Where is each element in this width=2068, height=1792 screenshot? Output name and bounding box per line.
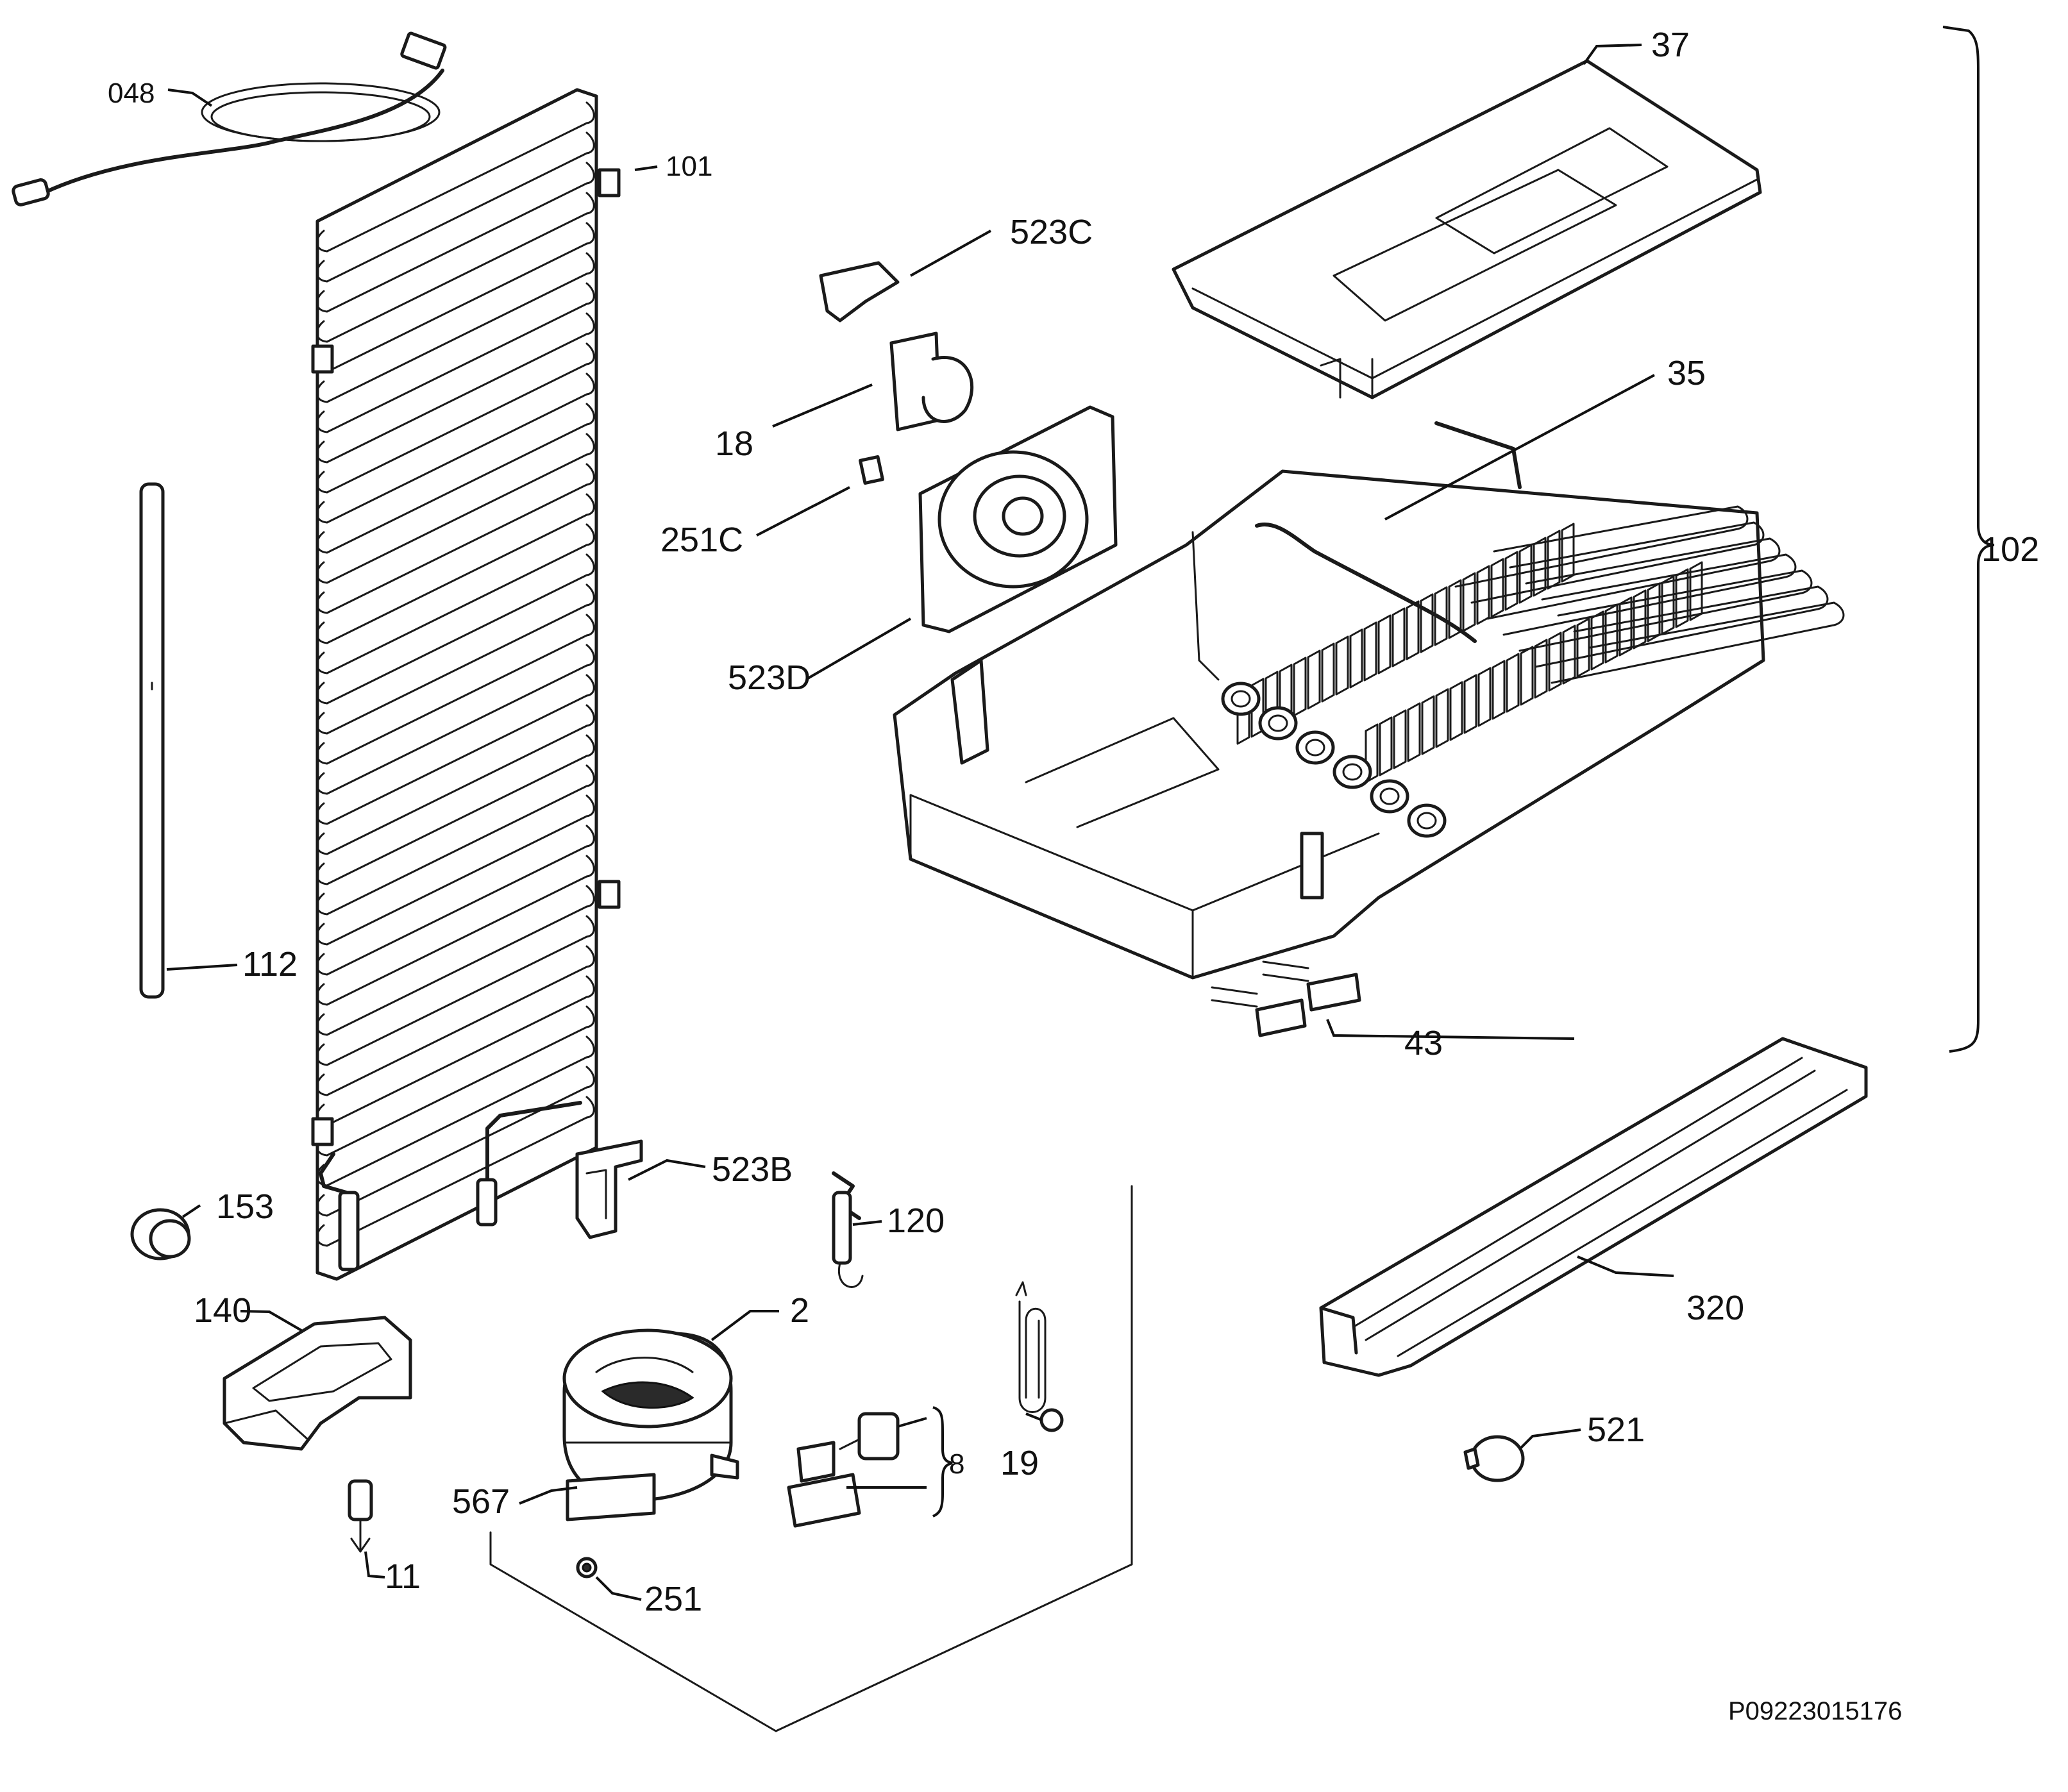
label-523d: 523D xyxy=(728,658,811,697)
label-567: 567 xyxy=(452,1482,510,1521)
grommet-icon xyxy=(130,1208,191,1260)
rod-112-icon xyxy=(139,482,165,999)
label-120: 120 xyxy=(887,1202,945,1240)
connector-plugs-icon xyxy=(1211,960,1361,1037)
wire-condenser-icon xyxy=(311,88,621,1281)
label-523c: 523C xyxy=(1010,213,1093,251)
label-048: 048 xyxy=(108,78,155,109)
thermostat-icon xyxy=(832,1171,864,1288)
drawing-code: P09223015176 xyxy=(1728,1697,1902,1725)
label-112: 112 xyxy=(242,945,298,984)
group-bracket-8 xyxy=(932,1406,953,1518)
label-43: 43 xyxy=(1404,1024,1443,1062)
label-37: 37 xyxy=(1651,26,1690,64)
label-8: 8 xyxy=(949,1448,964,1480)
label-251c: 251C xyxy=(660,521,743,559)
sensor-cable-icon xyxy=(12,31,447,206)
evaporator-assembly-icon xyxy=(893,421,1845,980)
door-handle-bar-icon xyxy=(1319,1037,1868,1377)
compressor-icon xyxy=(562,1328,739,1521)
label-320: 320 xyxy=(1686,1289,1744,1327)
label-101: 101 xyxy=(666,151,712,182)
drip-tray-icon xyxy=(223,1316,412,1451)
label-102: 102 xyxy=(1981,530,2039,569)
leader-lines xyxy=(166,44,1674,1601)
label-153: 153 xyxy=(216,1187,274,1226)
label-35: 35 xyxy=(1667,354,1706,392)
valve-icon xyxy=(348,1479,373,1553)
nut-icon xyxy=(576,1557,598,1578)
label-521: 521 xyxy=(1587,1411,1645,1449)
cap-icon xyxy=(1463,1435,1525,1482)
label-251: 251 xyxy=(644,1580,702,1618)
group-bracket-102 xyxy=(1942,26,1995,1053)
starter-relay-icon xyxy=(787,1412,900,1528)
label-11: 11 xyxy=(385,1557,421,1596)
fan-motor-icon xyxy=(819,261,1118,633)
heater-icon xyxy=(1015,1281,1064,1432)
label-140: 140 xyxy=(194,1291,251,1330)
label-2: 2 xyxy=(790,1291,809,1330)
top-cover-icon xyxy=(1172,59,1762,399)
label-523b: 523B xyxy=(712,1150,793,1189)
bracket-523b-icon xyxy=(575,1139,643,1239)
label-18: 18 xyxy=(715,424,753,463)
label-19: 19 xyxy=(1000,1444,1039,1482)
